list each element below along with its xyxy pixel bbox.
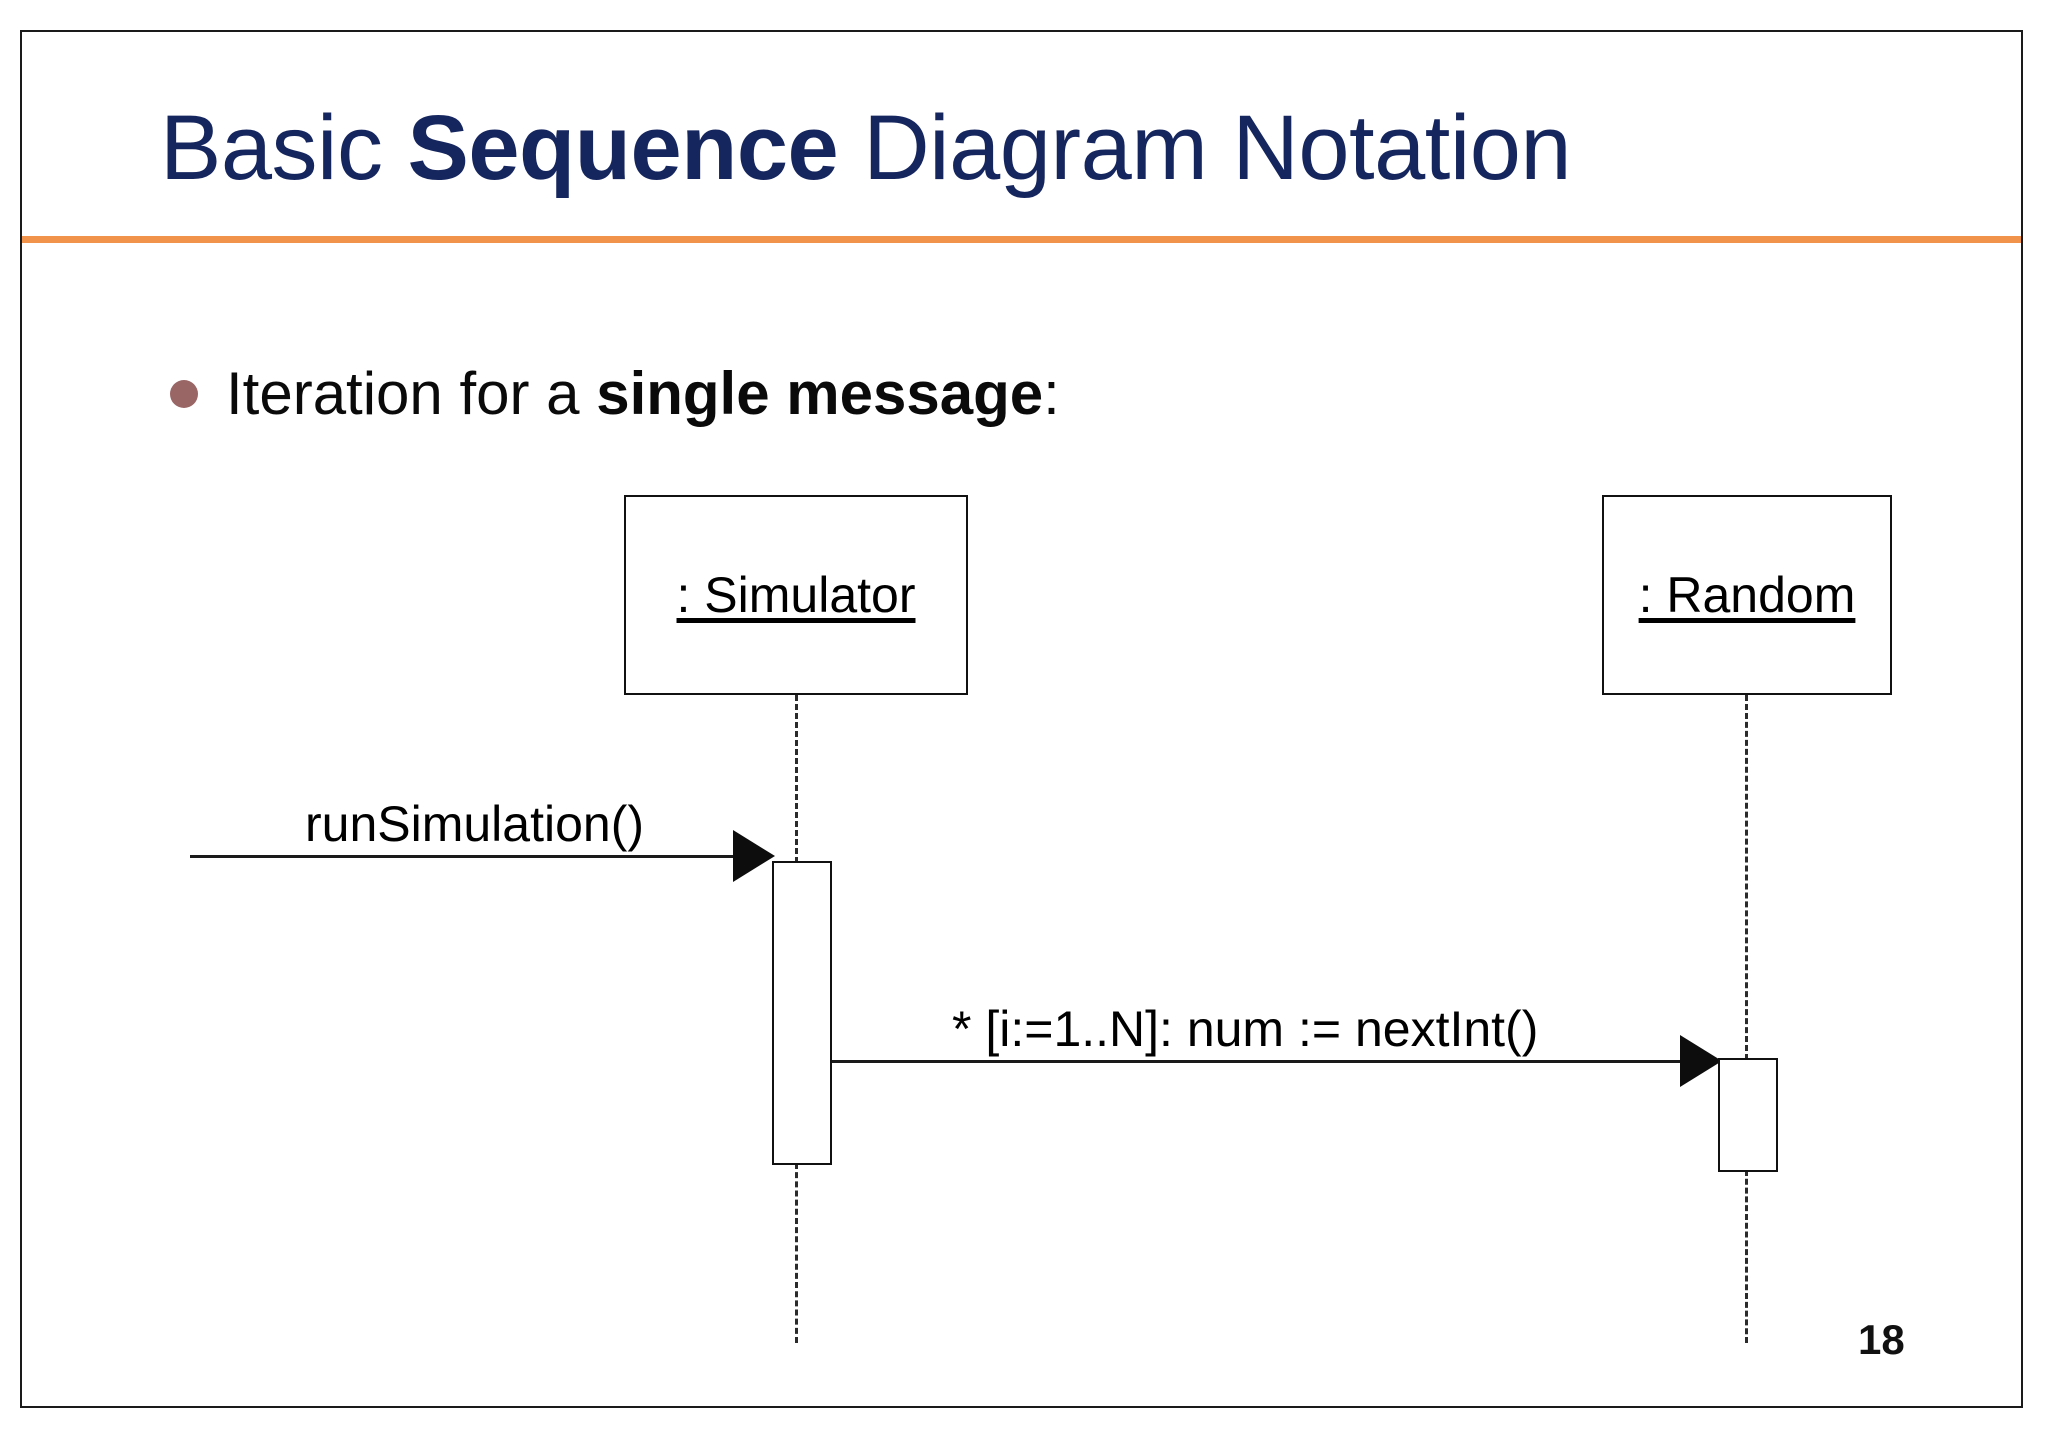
lifeline-box-random: : Random <box>1602 495 1892 695</box>
activation-bar-random <box>1718 1058 1778 1172</box>
lifeline-label-simulator: : Simulator <box>676 567 916 623</box>
lifeline-dash-simulator-lower <box>795 1163 798 1343</box>
message-label-run-simulation: runSimulation() <box>305 796 645 852</box>
lifeline-box-simulator: : Simulator <box>624 495 968 695</box>
message-label-next-int: * [i:=1..N]: num := nextInt() <box>952 1001 1539 1057</box>
lifeline-dash-simulator-upper <box>795 695 798 863</box>
bullet-item-label: Iteration for a single message: <box>226 352 1060 436</box>
message-line-run-simulation <box>190 855 735 858</box>
message-line-next-int <box>832 1060 1680 1063</box>
bullet-text-prefix: Iteration for a <box>226 360 597 427</box>
slide-border <box>20 30 2023 1408</box>
lifeline-dash-random-lower <box>1745 1170 1748 1343</box>
message-arrowhead-run-simulation <box>733 830 775 882</box>
bullet-dot-icon <box>170 380 198 408</box>
bullet-text-suffix: : <box>1043 360 1060 427</box>
page-title: Basic Sequence Diagram Notation <box>160 88 1960 208</box>
bullet-text-emphasis: single message <box>596 360 1044 427</box>
lifeline-dash-random-upper <box>1745 695 1748 1060</box>
title-emphasis: Sequence <box>407 97 839 199</box>
activation-bar-simulator <box>772 861 832 1165</box>
title-accent-rule <box>22 236 2021 243</box>
page-number: 18 <box>1858 1316 1905 1363</box>
bullet-list-item: Iteration for a single message: <box>170 352 1060 436</box>
title-prefix: Basic <box>160 97 408 199</box>
message-arrowhead-next-int <box>1680 1035 1722 1087</box>
lifeline-label-random: : Random <box>1638 567 1856 623</box>
title-suffix: Diagram Notation <box>838 97 1572 199</box>
